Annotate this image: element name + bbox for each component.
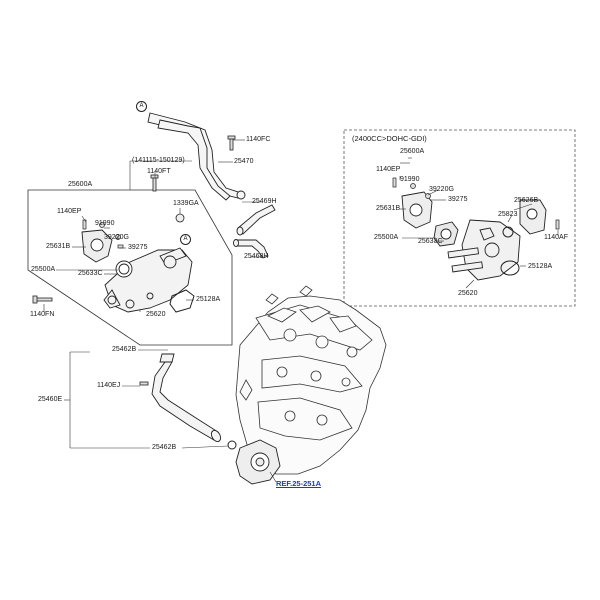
label-25462b-bot: 25462B — [152, 444, 177, 451]
label-25626b-variant: 25626B — [514, 197, 539, 204]
label-39275-variant: 39275 — [448, 196, 468, 203]
marker-a-mid: A — [180, 234, 191, 245]
label-25633c-variant: 25633C — [418, 238, 443, 245]
engine-block — [235, 285, 387, 475]
variant-header: (2400CC>DOHC-GDI) — [352, 134, 427, 143]
label-39275-left: 39275 — [128, 244, 148, 251]
variant-small-parts — [392, 177, 560, 230]
label-25462b-top: 25462B — [112, 346, 137, 353]
water-pipe-25460e — [151, 353, 222, 443]
label-25460e: 25460E — [38, 396, 63, 403]
label-25600a-variant: 25600A — [400, 148, 425, 155]
bolt-1140ej — [139, 381, 149, 386]
bolt-1140fn — [32, 295, 53, 304]
label-25633c-left: 25633C — [78, 270, 103, 277]
variant-dashed-box — [343, 129, 576, 307]
label-1140fn: 1140FN — [30, 311, 55, 318]
thermostat-25500a — [115, 260, 133, 278]
label-1140fc: 1140FC — [246, 136, 271, 143]
oring-25462b — [227, 440, 237, 450]
label-25500a-variant: 25500A — [374, 234, 399, 241]
water-pump — [235, 439, 281, 485]
label-1140ej: 1140EJ — [97, 382, 121, 389]
water-inlet-fitting-25631b — [81, 229, 113, 263]
label-25600a-left: 25600A — [68, 181, 93, 188]
leader-lines — [43, 139, 559, 483]
label-1140ep-variant: 1140EP — [376, 166, 401, 173]
label-91990-left: 91990 — [95, 220, 115, 227]
label-1140ft: 1140FT — [147, 168, 171, 175]
label-25620-left: 25620 — [146, 311, 166, 318]
label-39220g-variant: 39220G — [429, 186, 454, 193]
hose-25468h — [233, 239, 269, 259]
label-91990-variant: 91990 — [400, 176, 420, 183]
bolt-1140fc — [227, 135, 236, 151]
label-25469h: 25469H — [252, 198, 277, 205]
washer-1339ga — [175, 213, 185, 223]
bypass-pipe-25470 — [147, 112, 246, 201]
label-25631b-variant: 25631B — [376, 205, 401, 212]
label-1140ep-left: 1140EP — [57, 208, 82, 215]
label-25470: 25470 — [234, 158, 254, 165]
variant-inlet-25631b — [401, 191, 433, 229]
gasket-25128a — [169, 289, 195, 313]
thermostat-housing-25620 — [103, 247, 193, 313]
label-25620-variant: 25620 — [458, 290, 478, 297]
bolt-1140ft — [150, 174, 159, 192]
label-39220g-left: 39220G — [104, 234, 129, 241]
label-25631b-left: 25631B — [46, 243, 71, 250]
label-25128a-left: 25128A — [196, 296, 221, 303]
label-1339ga: 1339GA — [173, 200, 199, 207]
label-25823-variant: 25823 — [498, 211, 518, 218]
label-25468h: 25468H — [244, 253, 269, 260]
label-date-range: (141115-150129) — [132, 157, 185, 164]
label-25128a-variant: 25128A — [528, 263, 553, 270]
hose-25469h — [236, 204, 276, 236]
label-1140af-variant: 1140AF — [544, 234, 568, 241]
label-25500a-left: 25500A — [31, 266, 56, 273]
ref-link-25-251a[interactable]: REF.25-251A — [276, 479, 322, 488]
variant-housing-25620 — [447, 219, 521, 281]
marker-a-top: A — [136, 101, 147, 112]
left-assembly-frame — [27, 189, 233, 346]
variant-outlet-25626b — [519, 199, 547, 235]
variant-gaskets — [500, 226, 520, 276]
